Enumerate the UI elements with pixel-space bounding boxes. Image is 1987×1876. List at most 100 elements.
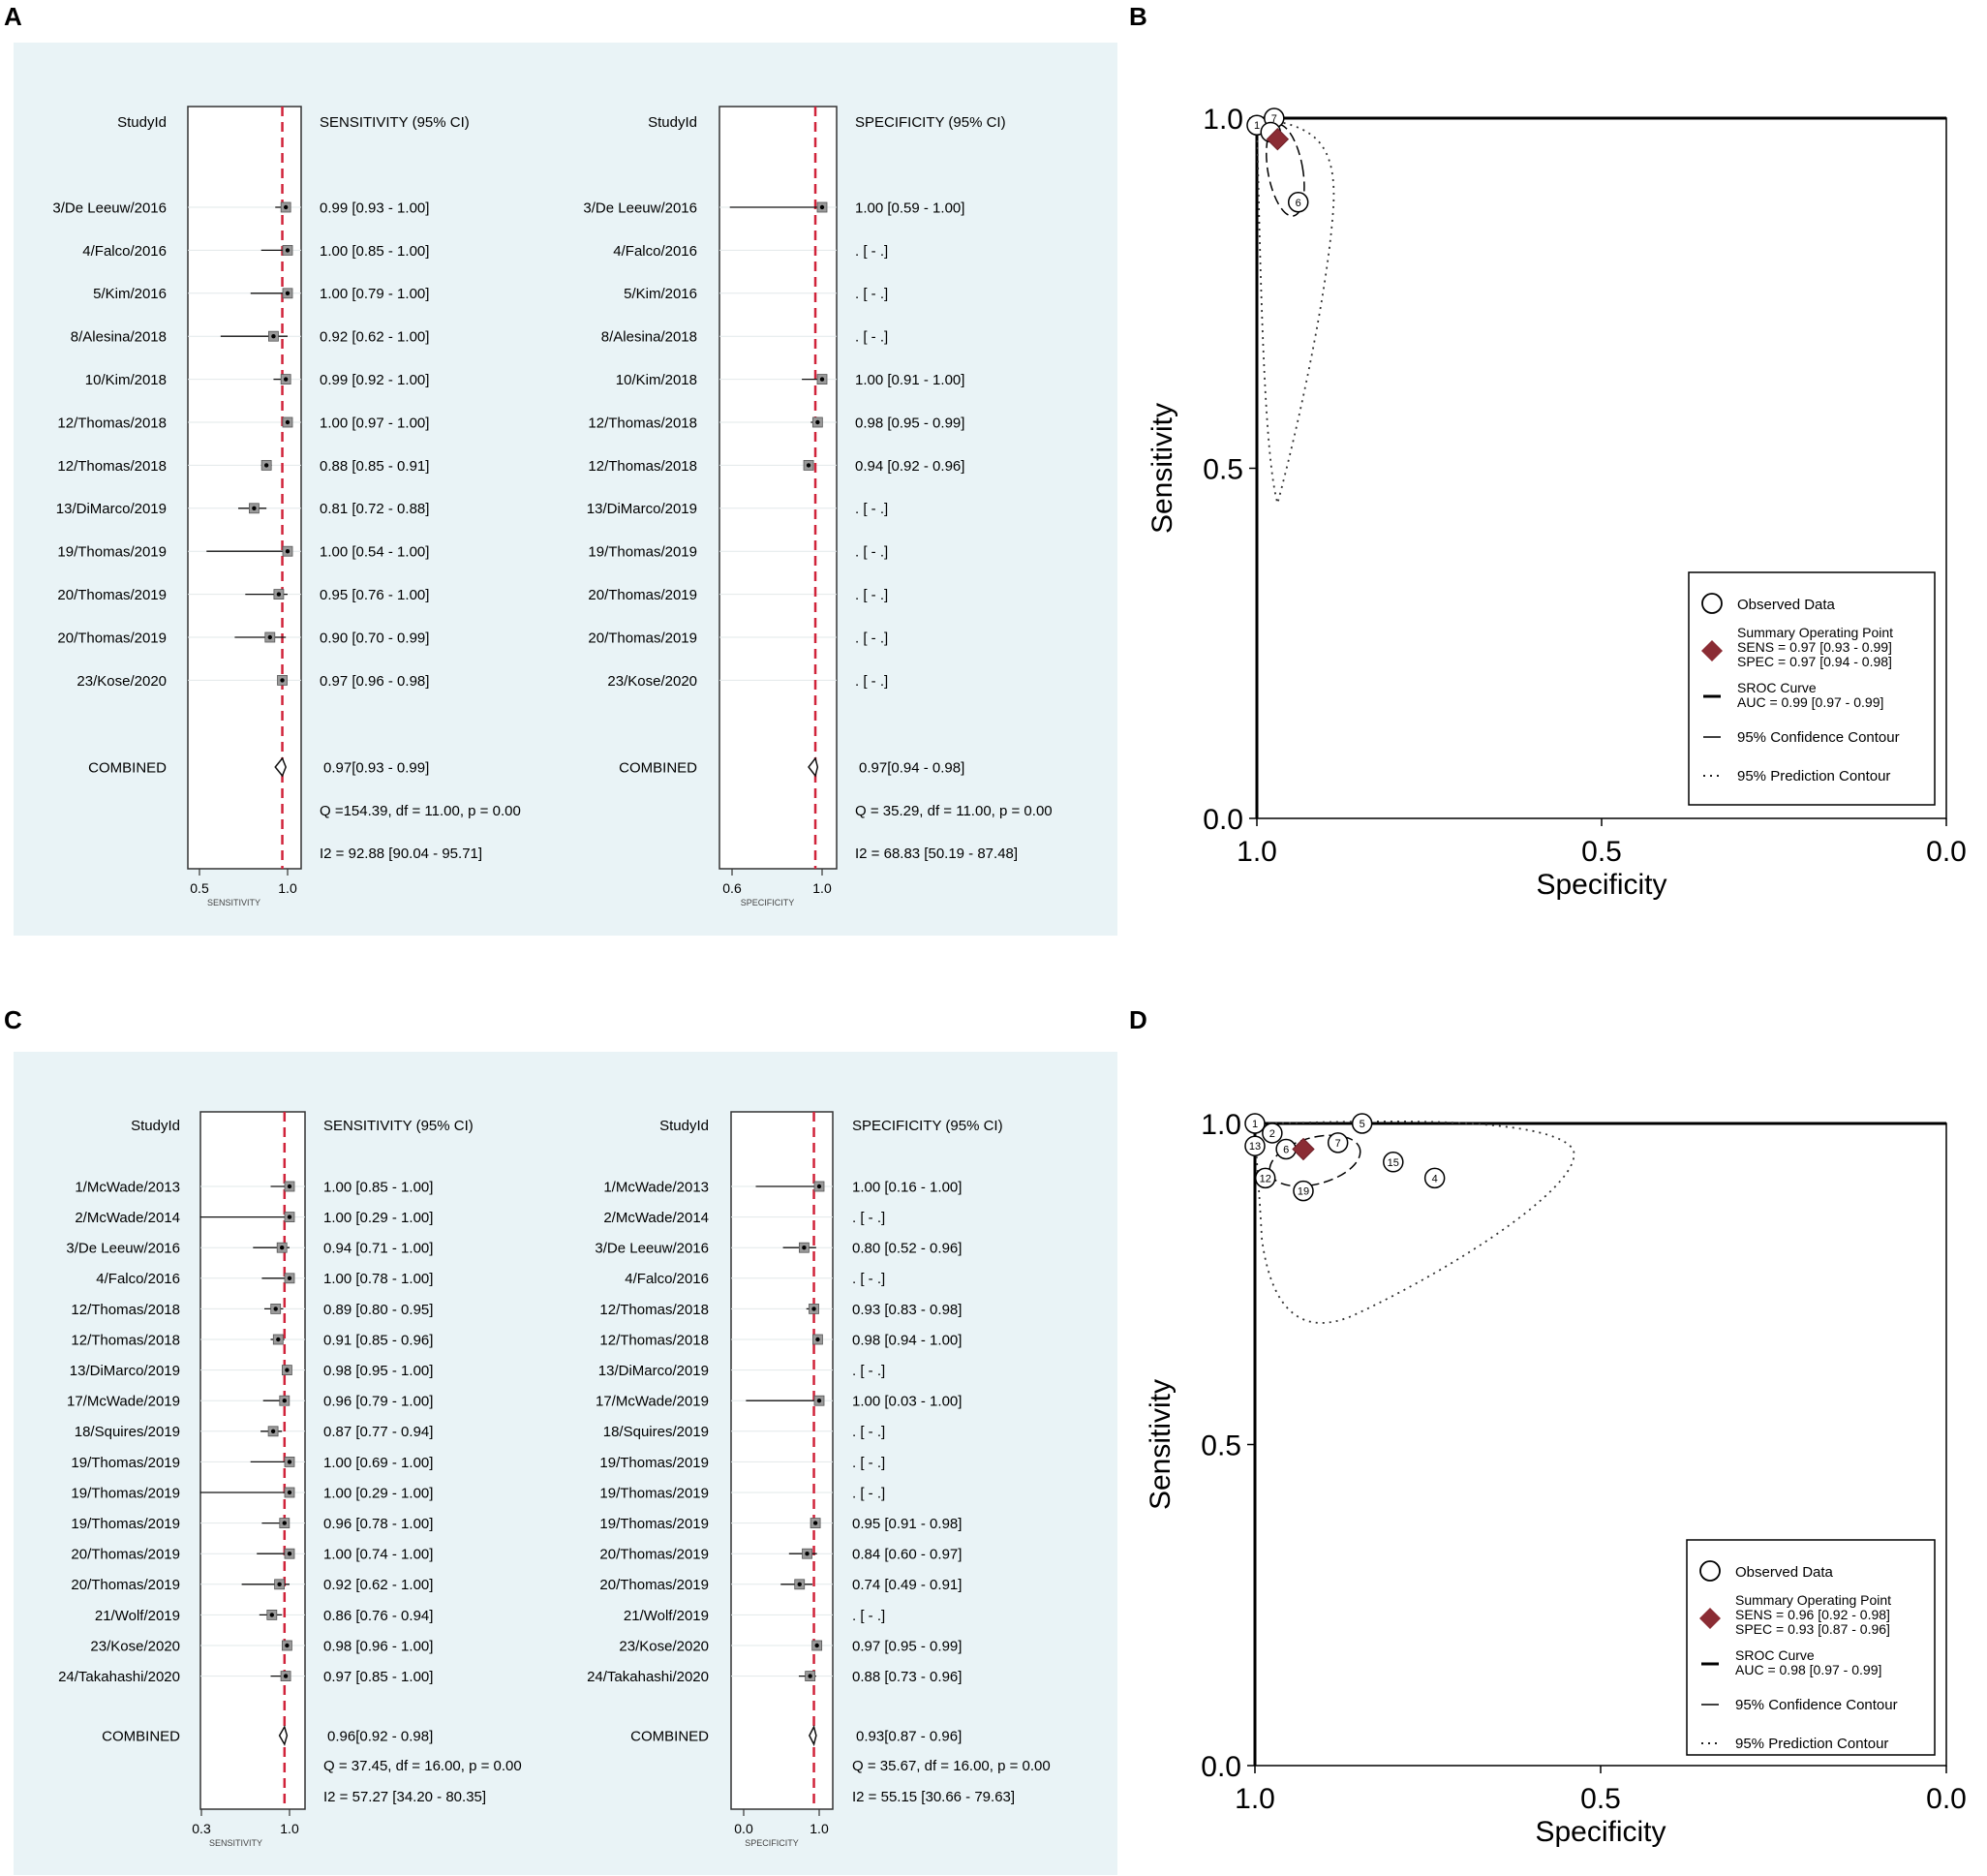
specificity-point-dot — [819, 377, 825, 382]
specificity-estimate-text: 1.00 [0.03 - 1.00] — [852, 1394, 962, 1410]
specificity-estimate-text: . [ - .] — [852, 1271, 885, 1287]
study-label: 12/Thomas/2018 — [71, 1332, 180, 1348]
specificity-column-header: SPECIFICITY (95% CI) — [852, 1118, 1003, 1134]
sensitivity-q-statistic: Q = 37.45, df = 16.00, p = 0.00 — [323, 1758, 522, 1774]
sensitivity-column-header: SENSITIVITY (95% CI) — [323, 1118, 474, 1134]
sensitivity-estimate-text: 1.00 [0.85 - 1.00] — [323, 1179, 433, 1195]
sensitivity-point-dot — [263, 463, 269, 468]
sensitivity-point-dot — [283, 204, 289, 210]
specificity-combined-text: 0.93[0.87 - 0.96] — [856, 1728, 962, 1744]
study-label: 23/Kose/2020 — [619, 1638, 709, 1654]
study-label: 20/Thomas/2019 — [57, 587, 167, 603]
observed-data-point — [1351, 1113, 1373, 1134]
study-label: 20/Thomas/2019 — [57, 630, 167, 646]
legend-observed-label: Observed Data — [1735, 1564, 1834, 1581]
summary-operating-point — [1292, 1137, 1315, 1161]
legend-summary-symbol — [1699, 1608, 1721, 1629]
study-label: 13/DiMarco/2019 — [598, 1363, 709, 1379]
specificity-point-dot — [797, 1582, 802, 1587]
observed-data-point — [1254, 1167, 1276, 1189]
study-label: 4/Falco/2016 — [82, 243, 167, 260]
sensitivity-combined-diamond — [278, 1725, 289, 1746]
specificity-q-statistic: Q = 35.67, df = 16.00, p = 0.00 — [852, 1758, 1051, 1774]
sensitivity-estimate-text: 1.00 [0.74 - 1.00] — [323, 1547, 433, 1563]
sensitivity-estimate-text: 0.81 [0.72 - 0.88] — [320, 501, 429, 517]
specificity-estimate-text: . [ - .] — [852, 1608, 885, 1624]
specificity-estimate-text: . [ - .] — [852, 1424, 885, 1440]
sensitivity-point-dot — [287, 1184, 292, 1189]
study-label: 4/Falco/2016 — [613, 243, 697, 260]
sensitivity-point-dot — [285, 248, 290, 253]
study-label: 24/Takahashi/2020 — [587, 1669, 709, 1685]
combined-label: COMBINED — [102, 1728, 180, 1744]
study-label: 19/Thomas/2019 — [588, 544, 697, 561]
study-label: 19/Thomas/2019 — [71, 1455, 180, 1471]
legend-observed-symbol — [1701, 593, 1723, 614]
sensitivity-plot-frame — [187, 106, 302, 870]
specificity-estimate-text: 0.88 [0.73 - 0.96] — [852, 1669, 962, 1685]
sensitivity-estimate-text: 0.96 [0.78 - 1.00] — [323, 1516, 433, 1532]
specificity-estimate-text: . [ - .] — [855, 501, 888, 517]
observed-point-label: 1 — [1254, 120, 1260, 132]
legend-sroc-line: SROC Curve — [1735, 1647, 1815, 1663]
specificity-estimate-text: 1.00 [0.59 - 1.00] — [855, 200, 964, 216]
sensitivity-point-dot — [280, 678, 285, 683]
specificity-estimate-text: . [ - .] — [855, 243, 888, 260]
sensitivity-estimate-text: 0.94 [0.71 - 1.00] — [323, 1241, 433, 1257]
panel-letter-d: D — [1129, 1005, 1147, 1034]
observed-point-label: 7 — [1335, 1138, 1341, 1150]
studyid-header: StudyId — [117, 114, 167, 131]
study-label: 20/Thomas/2019 — [588, 630, 697, 646]
sensitivity-estimate-text: 0.90 [0.70 - 0.99] — [320, 630, 429, 646]
specificity-combined-diamond — [808, 756, 819, 778]
specificity-plot-frame — [718, 106, 838, 870]
observed-point-label: 6 — [1296, 198, 1301, 209]
sensitivity-point-dot — [287, 1460, 292, 1464]
sensitivity-estimate-text: 0.91 [0.85 - 0.96] — [323, 1332, 433, 1348]
studyid-header: StudyId — [648, 114, 697, 131]
study-label: 3/De Leeuw/2016 — [595, 1241, 709, 1257]
study-label: 8/Alesina/2018 — [601, 329, 697, 346]
sensitivity-estimate-text: 1.00 [0.29 - 1.00] — [323, 1210, 433, 1226]
sensitivity-estimate-text: 0.99 [0.93 - 1.00] — [320, 200, 429, 216]
specificity-estimate-text: 0.95 [0.91 - 0.98] — [852, 1516, 962, 1532]
specificity-point-dot — [802, 1246, 807, 1250]
specificity-combined-text: 0.97[0.94 - 0.98] — [859, 759, 964, 776]
specificity-estimate-text: 1.00 [0.91 - 1.00] — [855, 372, 964, 388]
observed-point-label: 4 — [1432, 1173, 1438, 1184]
specificity-axis-tick-label: 1.0 — [812, 880, 832, 896]
legend-summary-line: SENS = 0.96 [0.92 - 0.98] — [1735, 1607, 1890, 1622]
sensitivity-point-dot — [252, 506, 257, 510]
study-label: 10/Kim/2018 — [616, 372, 697, 388]
study-label: 13/DiMarco/2019 — [70, 1363, 180, 1379]
sensitivity-point-dot — [283, 1674, 289, 1678]
study-label: 12/Thomas/2018 — [599, 1332, 709, 1348]
observed-data-point — [1287, 192, 1309, 213]
observed-point-label: 2 — [1269, 1128, 1275, 1140]
sensitivity-point-dot — [282, 1399, 287, 1403]
study-label: 23/Kose/2020 — [607, 673, 697, 690]
specificity-combined-diamond — [809, 1724, 817, 1747]
study-label: 3/De Leeuw/2016 — [583, 200, 697, 216]
study-label: 2/McWade/2014 — [603, 1210, 709, 1226]
y-tick-label: 0.5 — [1203, 454, 1243, 486]
study-label: 17/McWade/2019 — [67, 1394, 180, 1410]
study-label: 19/Thomas/2019 — [599, 1485, 709, 1501]
sensitivity-combined-diamond — [274, 756, 287, 778]
specificity-estimate-text: 0.80 [0.52 - 0.96] — [852, 1241, 962, 1257]
sensitivity-point-dot — [276, 592, 282, 597]
observed-point-label: 7 — [1271, 113, 1277, 125]
sensitivity-estimate-text: 1.00 [0.29 - 1.00] — [323, 1485, 433, 1501]
specificity-point-dot — [806, 463, 811, 468]
study-label: 19/Thomas/2019 — [599, 1455, 709, 1471]
study-label: 12/Thomas/2018 — [71, 1302, 180, 1318]
specificity-i2-statistic: I2 = 55.15 [30.66 - 79.63] — [852, 1789, 1015, 1805]
sensitivity-point-dot — [285, 419, 290, 425]
study-label: 13/DiMarco/2019 — [56, 501, 167, 517]
sensitivity-estimate-text: 0.96 [0.79 - 1.00] — [323, 1394, 433, 1410]
x-axis-label: Specificity — [1536, 869, 1666, 901]
legend-sroc-line: AUC = 0.98 [0.97 - 0.99] — [1735, 1662, 1881, 1677]
specificity-estimate-text: . [ - .] — [855, 587, 888, 603]
